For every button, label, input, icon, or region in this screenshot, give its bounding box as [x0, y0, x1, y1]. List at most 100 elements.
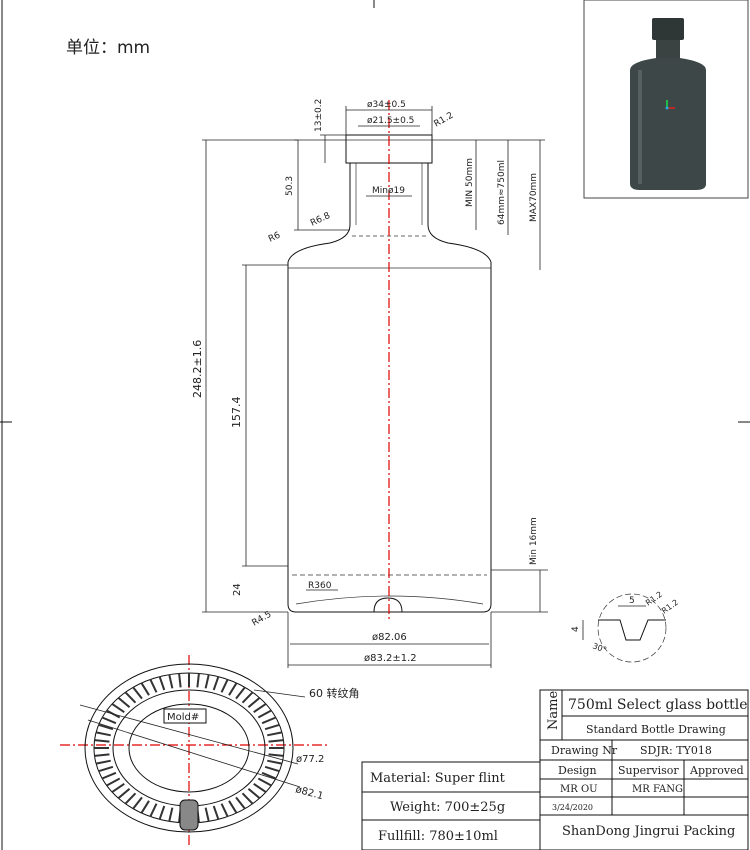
knurl-tick	[220, 679, 229, 693]
base-view: Mold# 60 转纹角 ø77.2 ø82.1	[60, 655, 360, 848]
detail-depth: 4	[571, 626, 581, 632]
dim-neck-inner: ø21.5±0.5	[367, 116, 414, 126]
tb-supervisor-label: Supervisor	[618, 764, 679, 777]
spec-material: Material: Super flint	[370, 771, 506, 786]
knurl-tick	[101, 771, 117, 780]
detail-view: 5 R1.2 R1.2 4 30°	[571, 590, 680, 663]
tb-design-label: Design	[558, 764, 597, 777]
tb-product: 750ml Select glass bottle	[568, 697, 748, 713]
knurl-tick	[204, 807, 210, 822]
tb-date: 3/24/2020	[552, 803, 593, 812]
tb-approved-label: Approved	[689, 764, 744, 777]
detail-width: 5	[629, 596, 635, 606]
dim-base-height: 24	[232, 583, 243, 596]
knurl-tick	[168, 807, 174, 822]
mold-box	[163, 708, 207, 724]
dim-min-thickness: Min 16mm	[529, 517, 539, 565]
tb-drawing-type: Standard Bottle Drawing	[586, 723, 726, 736]
knurl-tick	[149, 679, 158, 693]
knurl-tick	[235, 686, 246, 700]
dim-shoulder-r2: R6	[267, 230, 282, 244]
knurl-tick	[196, 673, 200, 688]
knurl-tick	[111, 703, 125, 713]
knurl-tick	[261, 716, 277, 725]
knurl-tick	[253, 783, 267, 793]
dim-min-fill: MIN 50mm	[465, 158, 475, 207]
dim-max-fill: MAX70mm	[529, 173, 539, 222]
knurl-tick	[101, 716, 117, 725]
knurl-tick	[117, 697, 131, 708]
knurl-tick	[241, 691, 254, 704]
tb-company: ShanDong Jingrui Packing	[562, 824, 735, 839]
knurl-tick	[204, 674, 210, 689]
knurl-tick	[257, 777, 272, 787]
knurl-label: 60 转纹角	[309, 686, 360, 700]
knurl-tick	[178, 673, 182, 688]
knurl-tick	[261, 771, 277, 780]
knurl-tick	[98, 723, 114, 731]
dim-neck-radius: R1.2	[433, 111, 456, 130]
knurl-tick	[132, 796, 143, 810]
knurl-tick	[95, 731, 111, 737]
knurl-tick	[247, 788, 261, 799]
knurl-tick	[228, 800, 238, 814]
dim-dia-inner: ø82.06	[372, 632, 407, 643]
knurl-tick	[264, 765, 280, 773]
dim-shoulder-r1: R6.8	[309, 211, 332, 229]
knurl-tick	[158, 805, 166, 820]
knurl-tick	[140, 800, 150, 814]
knurl-tick	[94, 739, 110, 743]
dim-total-height: 248.2±1.6	[191, 340, 204, 398]
knurl-tick	[247, 697, 261, 708]
knurl-tick	[168, 674, 174, 689]
knurl-tick	[98, 765, 114, 773]
dim-neck-outer: ø34±0.5	[367, 100, 406, 110]
base-d1: ø77.2	[296, 754, 324, 765]
knurl-tick	[268, 739, 284, 743]
knurl-tick	[117, 788, 131, 799]
knurl-tick	[268, 753, 284, 757]
knurl-tick	[95, 759, 111, 765]
tb-drawing-nr-label: Drawing Nr	[551, 744, 618, 757]
dim-base-radius: R360	[308, 581, 332, 591]
knurl-tick	[267, 759, 283, 765]
tb-name-label: Name	[546, 691, 561, 730]
knurl-tick	[106, 777, 121, 787]
knurl-tick	[235, 796, 246, 810]
knurl-tick	[212, 676, 220, 691]
tb-supervisor: MR FANG	[632, 784, 683, 795]
spec-block: Material: Super flint Weight: 700±25g Fu…	[361, 761, 541, 850]
dim-finish-height: 13±0.2	[314, 99, 324, 132]
unit-label: 单位：mm	[66, 38, 150, 58]
tb-designer: MR OU	[560, 784, 598, 795]
knurl-ring	[94, 673, 284, 823]
knurl-tick	[149, 803, 158, 817]
base-notch	[179, 799, 199, 831]
knurl-tick	[111, 783, 125, 793]
knurl-tick	[158, 676, 166, 691]
knurl-tick	[212, 805, 220, 820]
knurl-tick	[257, 709, 272, 719]
dim-fill-height: 64mm≈750ml	[497, 160, 507, 225]
mold-label: Mold#	[167, 712, 199, 723]
knurl-tick	[132, 686, 143, 700]
bottle-render	[630, 18, 706, 190]
knurl-tick	[253, 703, 267, 713]
knurl-tick	[94, 753, 110, 757]
detail-angle: 30°	[591, 641, 607, 654]
knurl-tick	[220, 803, 229, 817]
knurl-tick	[267, 731, 283, 737]
dim-min-bore: Minø19	[372, 186, 405, 196]
detail-r1: R1.2	[644, 590, 664, 608]
tb-drawing-nr: SDJR: TY018	[640, 744, 712, 757]
knurl-tick	[124, 691, 137, 704]
knurl-tick	[140, 682, 150, 696]
knurl-tick	[241, 792, 254, 805]
spec-weight: Weight: 700±25g	[390, 800, 505, 815]
knurl-tick	[264, 723, 280, 731]
detail-r2: R1.2	[660, 598, 680, 616]
dim-body-height: 157.4	[230, 397, 243, 429]
dim-neck-height: 50.3	[285, 176, 295, 196]
